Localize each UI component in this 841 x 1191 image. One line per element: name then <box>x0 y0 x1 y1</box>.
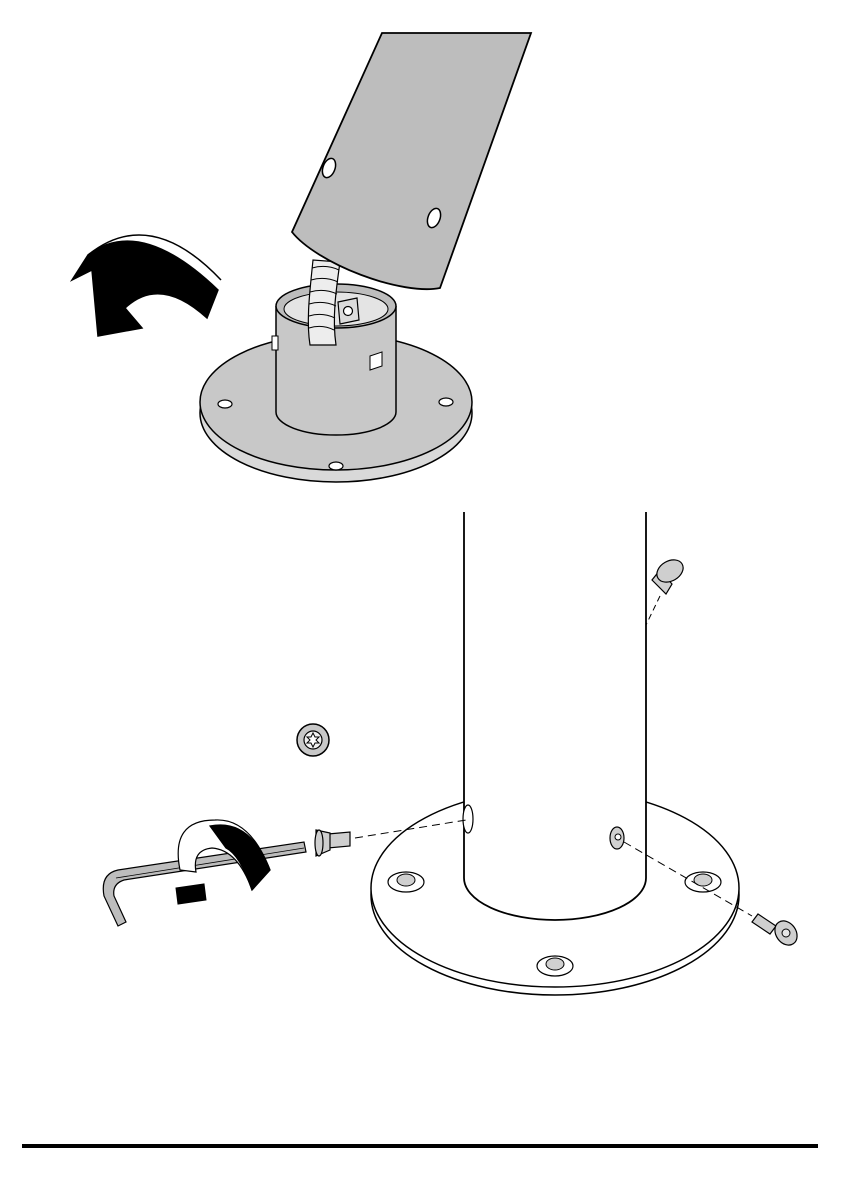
countersunk-screw-top <box>646 555 687 625</box>
plate-screw-right <box>685 872 721 892</box>
spiral-cable-sleeve <box>308 260 340 345</box>
rotate-arrow-icon <box>72 235 221 336</box>
upper-step-illustration <box>72 33 531 482</box>
pole-installed <box>463 512 646 920</box>
plate-screw-left <box>388 872 424 892</box>
lower-step-illustration <box>103 512 801 995</box>
torx-icon <box>297 724 329 756</box>
cage-nut <box>338 298 359 324</box>
pole-tube-tilted <box>292 33 531 289</box>
hex-key-icon <box>103 820 306 926</box>
plate-screw-front <box>537 956 573 976</box>
